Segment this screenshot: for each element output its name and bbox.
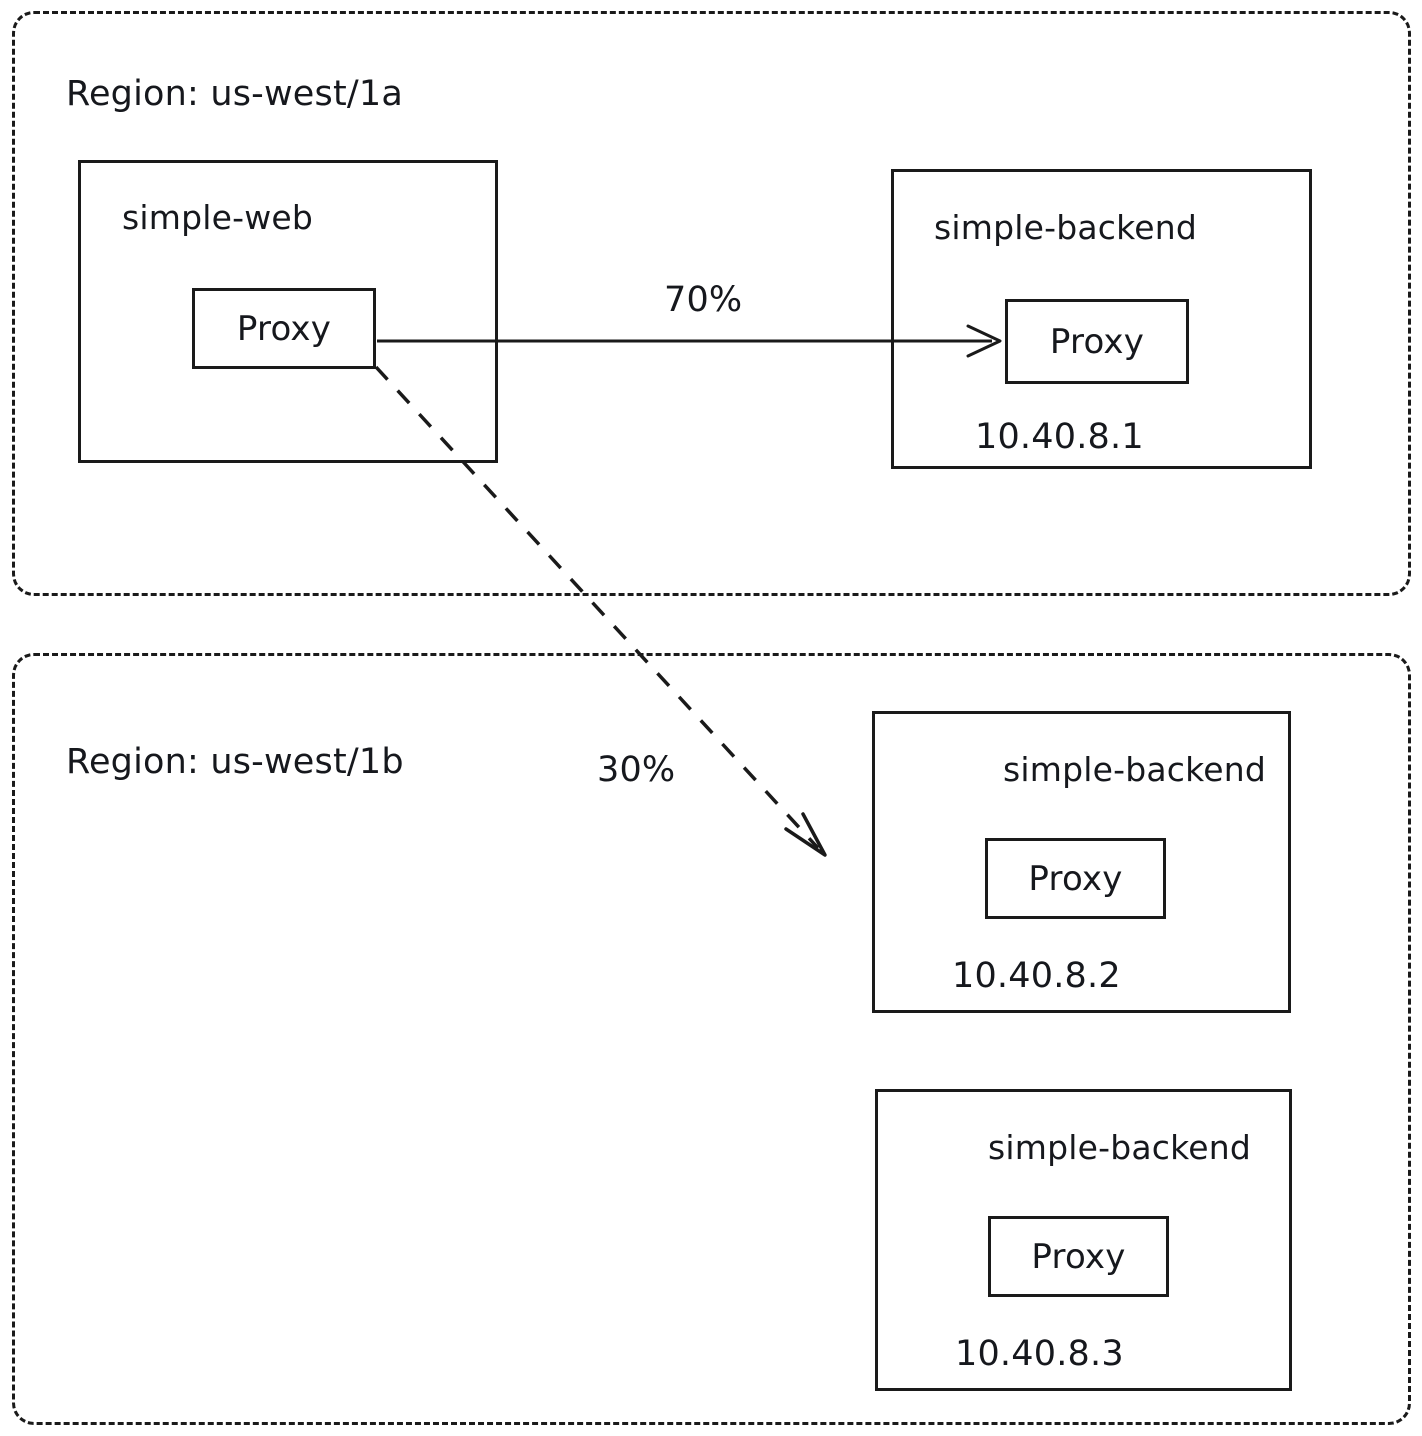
proxy-label: Proxy xyxy=(1028,858,1123,899)
region-us-west-1b-label: Region: us-west/1b xyxy=(66,742,404,782)
proxy-label: Proxy xyxy=(236,308,332,349)
region-us-west-1a-label: Region: us-west/1a xyxy=(66,74,404,114)
node-simple-backend-2-proxy[interactable]: Proxy xyxy=(985,838,1166,919)
node-simple-backend-3-ip: 10.40.8.3 xyxy=(955,1334,1124,1374)
edge-70-label: 70% xyxy=(664,280,743,320)
node-simple-web-proxy[interactable]: Proxy xyxy=(192,288,376,369)
node-simple-backend-1-title: simple-backend xyxy=(934,208,1198,247)
proxy-label: Proxy xyxy=(1031,1236,1126,1277)
node-simple-backend-3-proxy[interactable]: Proxy xyxy=(988,1216,1169,1297)
node-simple-backend-1-proxy[interactable]: Proxy xyxy=(1005,299,1189,384)
node-simple-backend-2-title: simple-backend xyxy=(1003,750,1267,789)
node-simple-backend-3-title: simple-backend xyxy=(988,1128,1252,1167)
proxy-label: Proxy xyxy=(1049,321,1145,362)
node-simple-web-title: simple-web xyxy=(122,198,314,237)
node-simple-backend-2-ip: 10.40.8.2 xyxy=(952,956,1121,996)
node-simple-backend-1-ip: 10.40.8.1 xyxy=(975,417,1144,457)
edge-30-label: 30% xyxy=(597,750,676,790)
